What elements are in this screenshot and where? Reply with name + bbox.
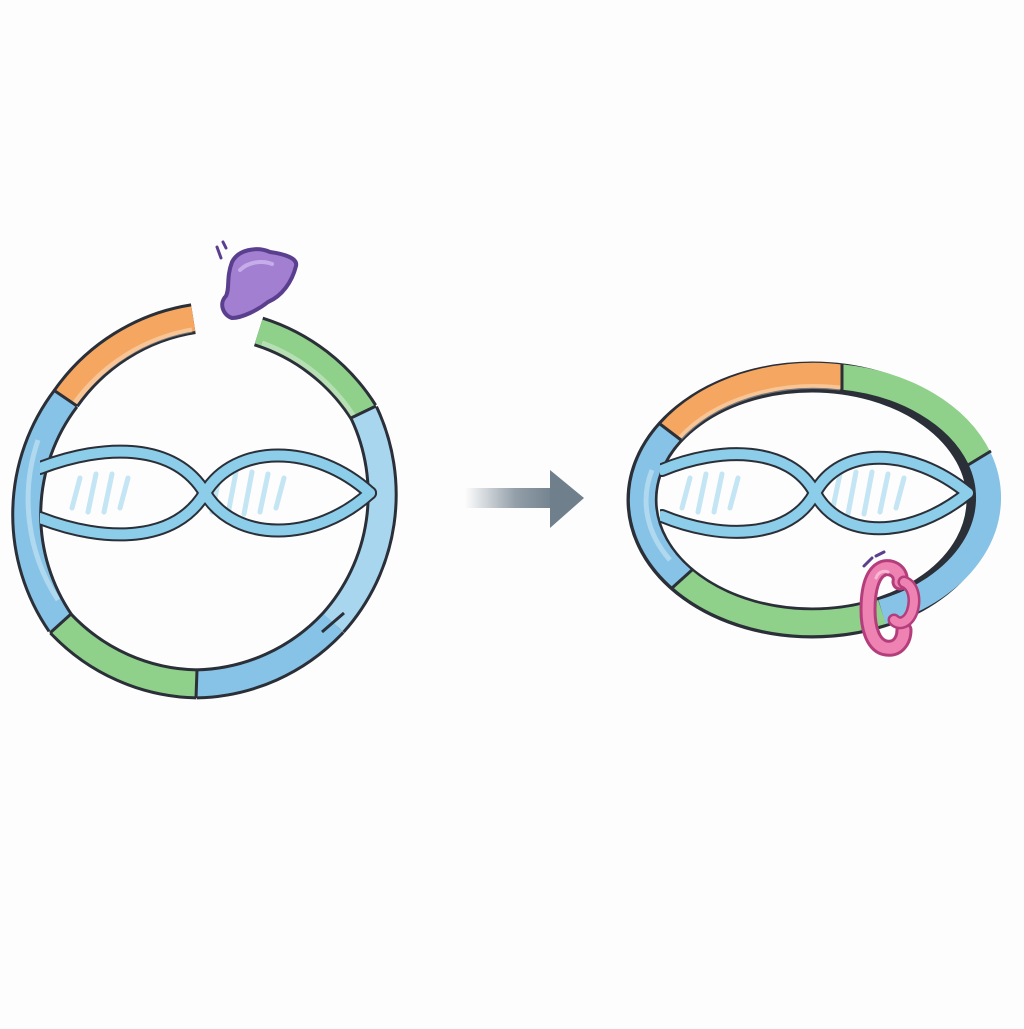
plasmid-segment-blue xyxy=(196,614,343,697)
restriction-enzyme-icon xyxy=(215,240,299,320)
dna-double-helix xyxy=(40,444,377,542)
plasmid-segment-blue xyxy=(323,407,395,632)
plasmid-segment-blue xyxy=(629,423,691,589)
arrow-right-icon xyxy=(465,470,584,528)
closed-plasmid xyxy=(626,361,1002,639)
plasmid-segment-green xyxy=(51,614,198,697)
dna-double-helix xyxy=(660,447,975,539)
plasmid-segment-orange xyxy=(55,306,196,406)
plasmid-segment-green xyxy=(254,319,375,420)
plasmid-segment-orange xyxy=(660,362,844,441)
plasmid-segment-green xyxy=(840,364,991,464)
open-plasmid xyxy=(11,303,398,700)
ligase-icon xyxy=(859,550,921,657)
plasmid-segment-green xyxy=(674,569,886,636)
plasmid-segment-blue xyxy=(14,390,76,631)
